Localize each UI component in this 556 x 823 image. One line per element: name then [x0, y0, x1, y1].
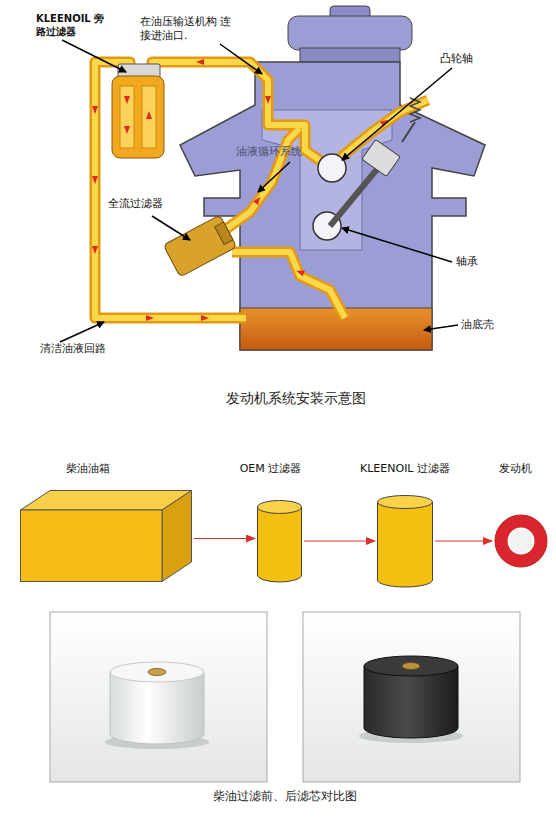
cyl-shape: [377, 495, 433, 587]
part-label: 油液循环系统: [236, 145, 326, 159]
flow-arrow: [265, 96, 271, 104]
filter-body: [112, 76, 164, 158]
flow-arrows: [92, 59, 390, 321]
flow-arrow: [146, 111, 152, 119]
flow-arrow: [146, 315, 154, 321]
flow-arrow: [295, 268, 305, 276]
photo-frame: [50, 612, 267, 782]
tank-node: 柴油油箱: [20, 490, 192, 582]
filter-fitting: [148, 669, 166, 676]
part-label: 轴承: [456, 255, 506, 269]
flow-arrow: [194, 538, 255, 539]
filter-element: [142, 86, 156, 148]
leader-line: [60, 322, 104, 342]
moving-parts: [313, 98, 420, 240]
flow-arrow: [124, 96, 130, 104]
valve-stem: [402, 122, 415, 142]
leader-line: [342, 68, 452, 160]
node-label: OEM 过滤器: [240, 462, 302, 476]
cube-front: [21, 510, 163, 582]
engine-ring-hole: [509, 529, 534, 554]
dirty-filter-body: [364, 666, 458, 738]
full-flow-filter: [163, 215, 236, 277]
oil-sump: [240, 308, 432, 350]
photo-before: [50, 612, 267, 782]
suction-pipe: [232, 252, 345, 318]
gallery-pipe: [222, 128, 300, 232]
oil-pipe-fill: [95, 62, 428, 318]
leader-line: [152, 216, 190, 240]
part-label: 在油压输送机构 连接进油口.: [140, 15, 238, 43]
cylinder-top: [258, 501, 302, 514]
cube-side: [162, 491, 192, 582]
camshaft: [318, 154, 346, 182]
cube-shape: [20, 490, 192, 582]
engine-ring: [495, 515, 547, 567]
leader-line: [342, 228, 452, 262]
leader-line: [62, 40, 126, 72]
engine-body: [180, 62, 485, 350]
part-label: KLEENOIL 旁路过滤器: [36, 12, 108, 38]
return-pipe: [95, 62, 246, 318]
photo-after: [303, 612, 520, 782]
photo-frame: [303, 612, 520, 782]
clean-filter-top: [110, 662, 204, 682]
suction-pipe: [232, 252, 345, 318]
oil-pipe-outline: [95, 62, 428, 318]
flow-arrow: [196, 59, 204, 65]
node-label: 发动机: [499, 462, 532, 476]
flow-arrow: [253, 195, 263, 205]
flow-arrow: [435, 540, 492, 541]
node-label: 柴油油箱: [66, 462, 110, 476]
filter-fitting: [402, 663, 420, 670]
flow-arrow: [124, 126, 130, 134]
flow-arrow: [304, 540, 375, 541]
leader-line: [220, 44, 262, 74]
piston: [362, 140, 400, 177]
flow-arrow: [92, 106, 98, 114]
connecting-rod: [330, 168, 378, 226]
part-label: 全流过滤器: [108, 197, 188, 211]
ring-shape: [494, 514, 548, 568]
return-pipe: [95, 62, 246, 318]
flow-arrow: [92, 246, 98, 254]
leader-line: [258, 162, 290, 192]
part-label: 清洁油液回路: [40, 342, 140, 356]
part-label: 油底壳: [461, 318, 521, 332]
part-label: 凸轮轴: [440, 52, 500, 66]
filter-element: [120, 86, 134, 148]
gallery-pipe: [222, 128, 300, 232]
dirty-filter-top: [364, 656, 458, 676]
node-label: KLEENOIL 过滤器: [360, 462, 450, 476]
clean-filter-body: [110, 672, 204, 744]
bypass-filter: [112, 64, 164, 158]
figure-caption: 发动机系统安装示意图: [176, 390, 416, 407]
figure-caption: 柴油过滤前、后滤芯对比图: [165, 790, 405, 803]
filter-node: KLEENOIL 过滤器: [377, 495, 433, 587]
air-cleaner-base: [300, 48, 400, 62]
leader-lines: [60, 40, 458, 342]
filter-node: OEM 过滤器: [257, 500, 302, 582]
cylinder-top: [378, 496, 433, 509]
air-cleaner: [288, 16, 412, 50]
leader-line: [424, 325, 458, 330]
filter-head: [215, 222, 233, 244]
flow-arrow: [201, 315, 209, 321]
engine-node: 发动机: [494, 514, 548, 568]
flow-arrow: [92, 176, 98, 184]
cylinder-body: [258, 507, 302, 582]
cyl-shape: [257, 500, 302, 582]
cylinder-body: [378, 502, 433, 587]
